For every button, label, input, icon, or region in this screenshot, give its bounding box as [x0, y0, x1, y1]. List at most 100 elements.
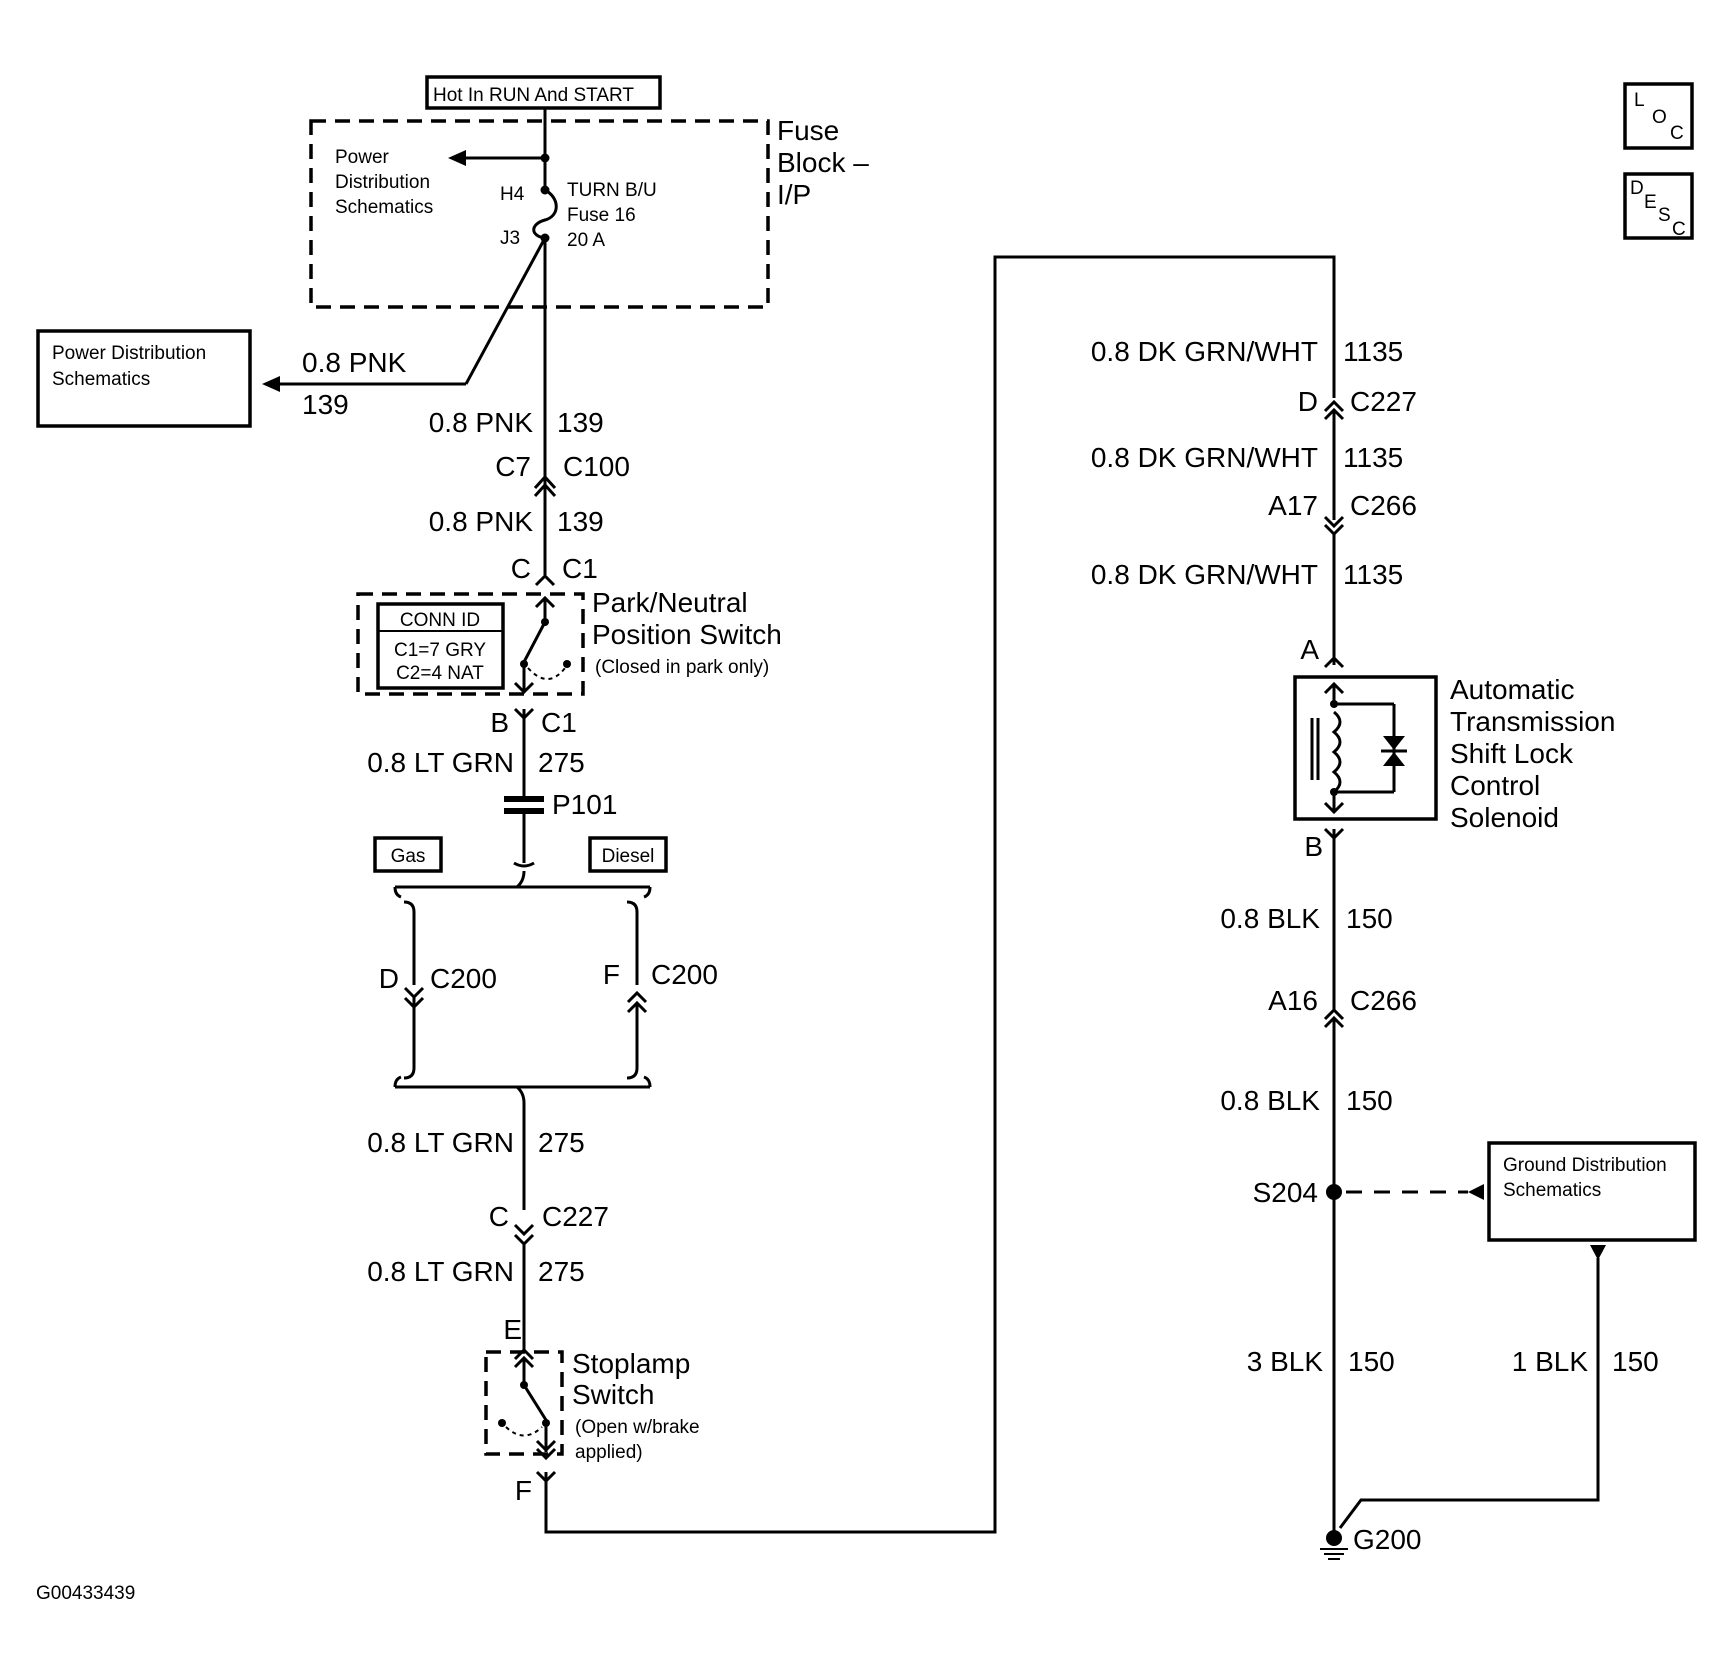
park-neutral-position-switch: CONN ID C1=7 GRY C2=4 NAT — [356, 592, 585, 696]
figure-id: G00433439 — [36, 1583, 135, 1604]
connector-c200-left-label: C200 — [430, 963, 497, 994]
svg-text:C: C — [489, 1201, 509, 1232]
svg-text:0.8 PNK: 0.8 PNK — [429, 506, 534, 537]
hot-in-run-start-label: Hot In RUN And START — [425, 75, 662, 110]
svg-text:0.8 LT GRN: 0.8 LT GRN — [367, 747, 514, 778]
svg-text:Power: Power — [335, 147, 390, 168]
switch-contact-icon — [522, 1384, 548, 1421]
svg-text:Transmission: Transmission — [1450, 706, 1615, 737]
switch-contact-icon — [522, 621, 547, 663]
svg-text:Power Distribution: Power Distribution — [52, 343, 206, 364]
svg-text:0.8 BLK: 0.8 BLK — [1220, 903, 1320, 934]
svg-text:D: D — [379, 963, 399, 994]
svg-text:3 BLK: 3 BLK — [1247, 1346, 1324, 1377]
svg-text:Shift Lock: Shift Lock — [1450, 738, 1574, 769]
svg-text:C: C — [1670, 123, 1684, 144]
diode-icon — [1381, 736, 1407, 766]
svg-text:139: 139 — [557, 506, 604, 537]
connector-p101-label: P101 — [552, 789, 617, 820]
connector-c266-top-label: C266 — [1350, 490, 1417, 521]
svg-text:A17: A17 — [1268, 490, 1318, 521]
svg-text:Ground Distribution: Ground Distribution — [1503, 1155, 1667, 1176]
circuit-number-label: 139 — [302, 389, 349, 420]
svg-text:Distribution: Distribution — [335, 172, 430, 193]
svg-text:Schematics: Schematics — [335, 197, 433, 218]
fuse-icon — [532, 188, 558, 240]
connector-c266-bottom-label: C266 — [1350, 985, 1417, 1016]
svg-text:150: 150 — [1612, 1346, 1659, 1377]
svg-text:F: F — [515, 1475, 532, 1506]
svg-text:I/P: I/P — [777, 179, 811, 210]
connector-c100-icon — [533, 474, 557, 498]
fuse-label: TURN B/U — [567, 180, 657, 201]
svg-text:C2=4 NAT: C2=4 NAT — [396, 663, 484, 684]
power-distribution-box: Power Distribution Schematics — [36, 329, 252, 428]
wire-color-label: 0.8 PNK — [302, 347, 407, 378]
svg-text:D: D — [1630, 178, 1644, 199]
svg-text:A: A — [1300, 634, 1319, 665]
svg-text:1135: 1135 — [1343, 336, 1403, 367]
svg-text:275: 275 — [538, 747, 585, 778]
svg-text:C1: C1 — [562, 553, 598, 584]
desc-icon[interactable]: D E S C — [1623, 172, 1694, 240]
svg-text:Fuse 16: Fuse 16 — [567, 205, 636, 226]
svg-text:139: 139 — [557, 407, 604, 438]
svg-text:C1: C1 — [541, 707, 577, 738]
gas-option-box: Gas — [373, 836, 443, 873]
svg-text:Control: Control — [1450, 770, 1540, 801]
svg-text:275: 275 — [538, 1127, 585, 1158]
svg-text:H4: H4 — [500, 184, 525, 205]
svg-text:B: B — [490, 707, 509, 738]
wire-150-ground-branch — [1338, 1258, 1600, 1529]
svg-text:C: C — [1672, 219, 1686, 240]
coil-icon — [1331, 710, 1342, 794]
svg-text:applied): applied) — [575, 1442, 643, 1463]
svg-text:0.8 PNK: 0.8 PNK — [429, 407, 534, 438]
connector-c227-left-icon — [513, 1223, 535, 1247]
splice-s204-label: S204 — [1253, 1177, 1318, 1208]
svg-text:150: 150 — [1346, 903, 1393, 934]
svg-text:0.8 BLK: 0.8 BLK — [1220, 1085, 1320, 1116]
splice-s204-icon — [1326, 1184, 1342, 1200]
svg-text:J3: J3 — [500, 228, 520, 249]
svg-text:A16: A16 — [1268, 985, 1318, 1016]
svg-text:150: 150 — [1348, 1346, 1395, 1377]
svg-text:Schematics: Schematics — [1503, 1180, 1601, 1201]
svg-text:Gas: Gas — [391, 846, 426, 867]
svg-text:Hot In RUN And START: Hot In RUN And START — [433, 85, 634, 106]
connector-p101-icon — [504, 796, 544, 814]
svg-text:D: D — [1298, 386, 1318, 417]
svg-text:0.8 LT GRN: 0.8 LT GRN — [367, 1256, 514, 1287]
ground-distribution-box: Ground Distribution Schematics — [1487, 1141, 1697, 1242]
ground-g200-label: G200 — [1353, 1524, 1422, 1555]
svg-text:0.8 LT GRN: 0.8 LT GRN — [367, 1127, 514, 1158]
svg-text:275: 275 — [538, 1256, 585, 1287]
svg-text:L: L — [1634, 90, 1645, 111]
svg-text:Block –: Block – — [777, 147, 869, 178]
connector-c200-right-label: C200 — [651, 959, 718, 990]
svg-text:E: E — [503, 1314, 522, 1345]
shift-lock-solenoid — [1293, 675, 1438, 821]
svg-text:S: S — [1658, 205, 1671, 226]
arrow-down-icon — [1590, 1245, 1606, 1260]
park-neutral-switch-label: Park/Neutral — [592, 587, 748, 618]
svg-text:E: E — [1644, 192, 1657, 213]
fuse-block-label: Fuse — [777, 115, 839, 146]
svg-text:B: B — [1304, 831, 1323, 862]
svg-text:Switch: Switch — [572, 1379, 654, 1410]
loc-icon[interactable]: L O C — [1623, 82, 1694, 150]
svg-text:C7: C7 — [495, 451, 531, 482]
svg-text:0.8 DK GRN/WHT: 0.8 DK GRN/WHT — [1091, 442, 1318, 473]
svg-text:O: O — [1652, 107, 1667, 128]
svg-text:(Closed in park only): (Closed in park only) — [595, 657, 769, 678]
connector-c227-right-label: C227 — [1350, 386, 1417, 417]
svg-text:(Open w/brake: (Open w/brake — [575, 1417, 700, 1438]
svg-text:0.8 DK GRN/WHT: 0.8 DK GRN/WHT — [1091, 559, 1318, 590]
svg-text:1135: 1135 — [1343, 442, 1403, 473]
connector-c227-left-label: C227 — [542, 1201, 609, 1232]
svg-text:F: F — [603, 959, 620, 990]
arrow-left-icon — [448, 150, 466, 166]
svg-text:Schematics: Schematics — [52, 369, 150, 390]
svg-text:C: C — [511, 553, 531, 584]
